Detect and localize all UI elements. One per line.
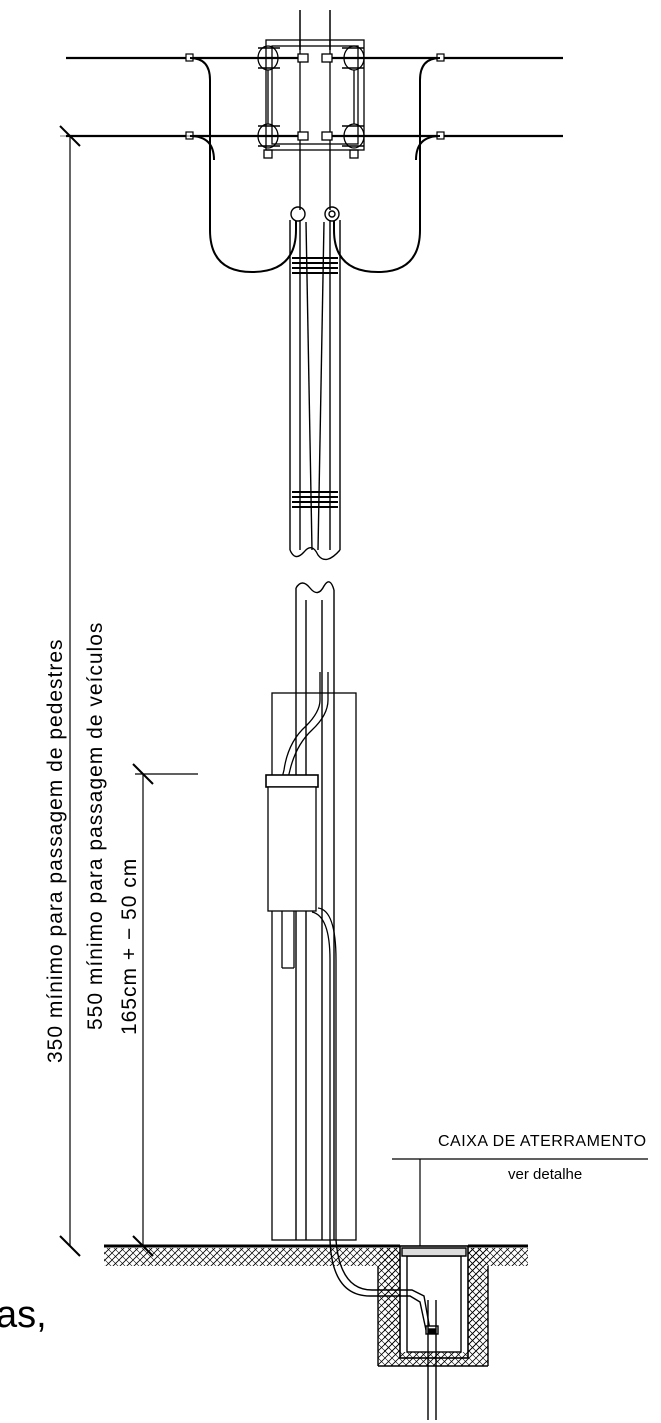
- label-grounding-box: CAIXA DE ATERRAMENTO: [438, 1133, 647, 1150]
- label-min-pedestrian: 350 mínimo para passagem de pedestres: [44, 638, 67, 1063]
- meter-cabinet: [265, 672, 357, 1241]
- service-drop-loops: [189, 57, 441, 274]
- crossarm-assembly: [256, 39, 366, 159]
- weatherheads: [290, 206, 340, 222]
- label-height-meter: 165cm + − 50 cm: [118, 857, 141, 1035]
- pole-straps: [292, 257, 338, 508]
- overhead-conductors: [66, 56, 563, 138]
- pole-shaft-upper: [289, 150, 341, 561]
- label-see-detail: ver detalhe: [508, 1166, 583, 1183]
- page-text-fragment: as,: [0, 1294, 47, 1336]
- label-min-vehicle: 550 mínimo para passagem de veículos: [84, 621, 107, 1030]
- pole-top: [299, 10, 331, 50]
- line-connectors: [185, 53, 445, 140]
- dimension-lines: [59, 125, 648, 1257]
- grounding-box: [329, 1239, 489, 1420]
